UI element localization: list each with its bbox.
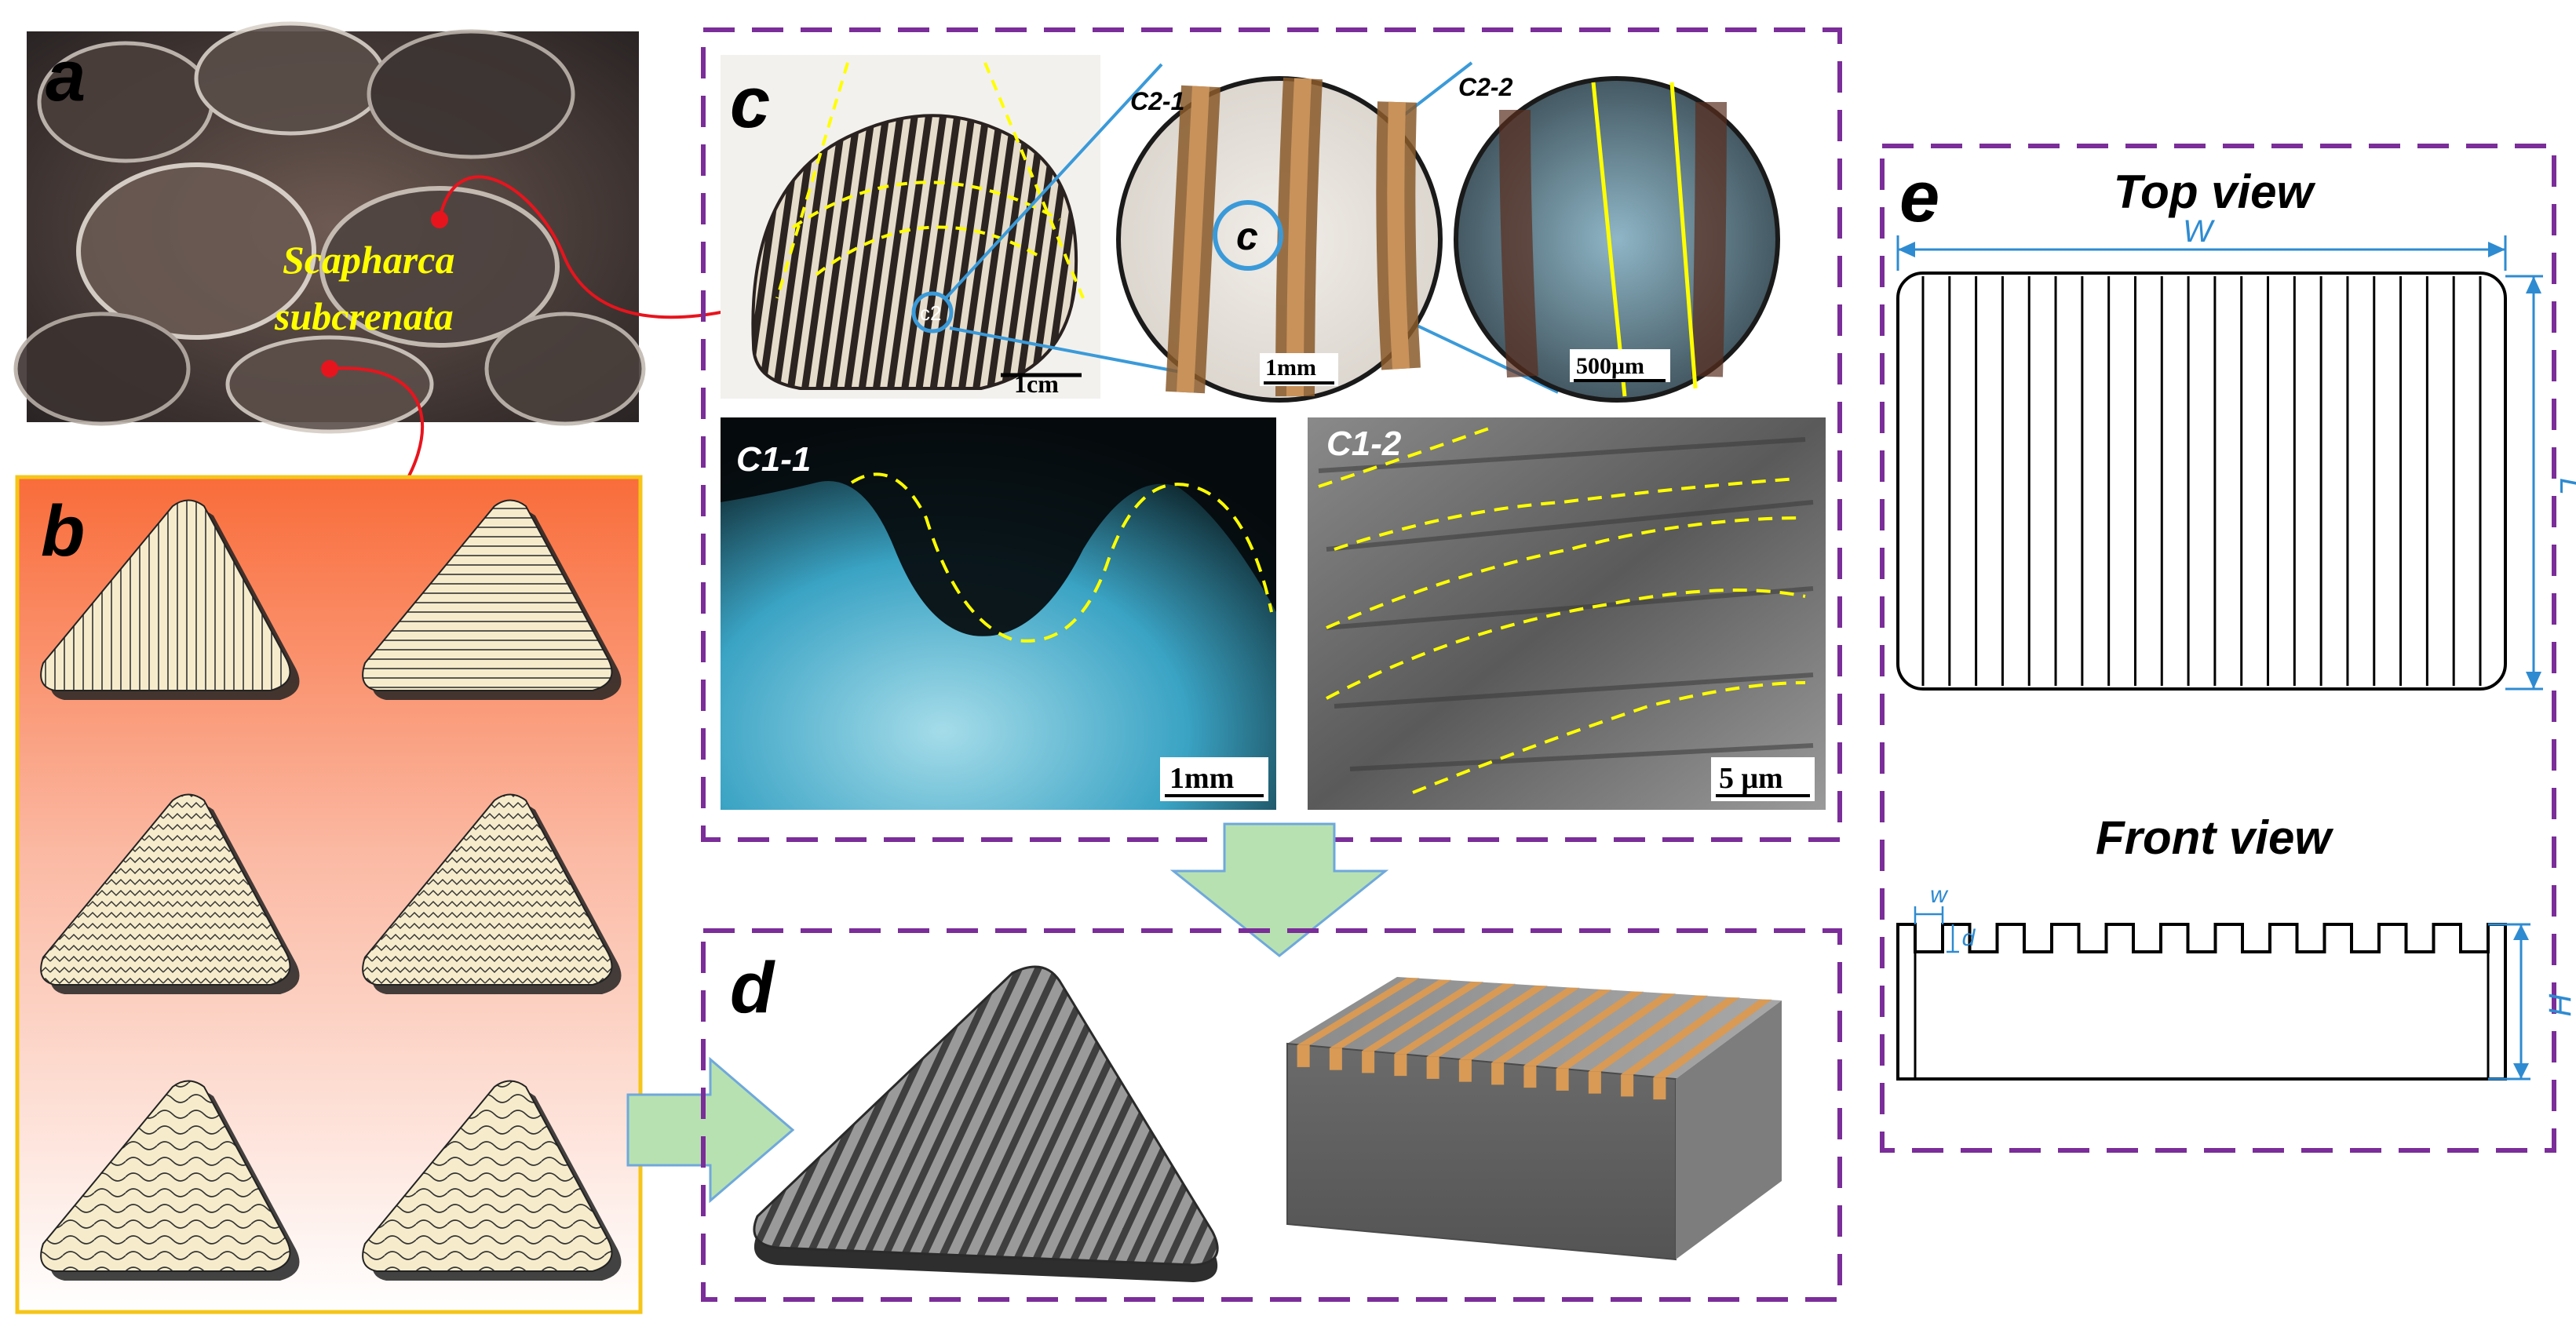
shell-yellow-guides [775, 62, 1085, 299]
block-front-face [1286, 1042, 1677, 1261]
c2-1-marker: c [1236, 214, 1258, 258]
block-groove-strip [1394, 983, 1516, 1055]
c1-1-scale-label: 1mm [1169, 762, 1234, 795]
c2-1-micrograph: c 1mm [1116, 76, 1443, 403]
block-groove-cut [1523, 1066, 1537, 1088]
block-groove-strip [1523, 991, 1644, 1066]
panel-e-letter: e [1899, 157, 1939, 237]
block-groove-strip [1588, 995, 1708, 1072]
panel-c: c2 1cm c c [701, 27, 1842, 842]
clam-shells [13, 21, 646, 434]
species-name-line2: subcrenata [274, 294, 454, 338]
panel-e-border [1880, 144, 2556, 1153]
c2-circle-on-shell [911, 291, 954, 333]
block-groove-strip [1458, 987, 1580, 1060]
dim-w-small [1914, 906, 1944, 924]
sample-wave-2 [362, 1080, 622, 1281]
c1-2-label: C1-2 [1326, 425, 1402, 463]
block-groove-cut [1653, 1077, 1666, 1100]
c2-1-label: C2-1 [1130, 87, 1184, 115]
dim-l [2505, 275, 2543, 691]
block-groove-cut [1362, 1051, 1375, 1073]
dim-h-label: H [2542, 993, 2576, 1016]
block-groove-cut [1458, 1059, 1472, 1082]
front-view-drawing [1896, 923, 2507, 1081]
c1-2-boundary-5 [1412, 681, 1806, 794]
c1-2-scale-label: 5 μm [1719, 762, 1783, 795]
block-groove-cut [1329, 1048, 1342, 1070]
c1-2-boundary-3 [1326, 516, 1806, 629]
block-groove-strip [1329, 979, 1452, 1048]
c1-2-boundary-1 [1318, 426, 1492, 488]
arrow-c-to-d [1169, 822, 1389, 957]
panel-a-letter: a [46, 36, 86, 116]
block-groove-strip [1621, 997, 1740, 1075]
connector-dot-a2 [321, 360, 338, 377]
panel-e: e Top view W L Front view [1880, 144, 2576, 1153]
shell-body [751, 114, 1078, 390]
sample-wave-1 [40, 1080, 300, 1281]
block-groove-strip [1362, 982, 1484, 1051]
dim-w-top [1896, 235, 2507, 271]
block-groove-cut [1491, 1062, 1505, 1085]
dim-w-small-label: w [1930, 882, 1949, 908]
block-groove-strip [1556, 993, 1677, 1069]
c1-2-boundary-4 [1326, 589, 1806, 700]
arrow-b-to-d [626, 1056, 795, 1204]
panel-d-border [701, 928, 1842, 1302]
block-groove-strip [1653, 999, 1772, 1078]
c1-1-label: C1-1 [736, 440, 811, 479]
block-groove-cut [1588, 1071, 1601, 1094]
block-groove-cut [1621, 1074, 1634, 1097]
ribbed-triangle-sample [753, 965, 1219, 1282]
c2-2-micrograph: 500μm [1454, 76, 1780, 403]
block-groove-strip [1297, 978, 1420, 1045]
panel-d: d [701, 928, 1842, 1302]
top-view-title: Top view [2114, 166, 2316, 218]
panel-b-letter: b [41, 491, 85, 571]
panel-a: a Scapharca subcrenata [13, 21, 646, 434]
dim-h [2488, 923, 2530, 1081]
sample-horizontal-lines [362, 499, 622, 700]
block-groove-cut [1394, 1054, 1407, 1077]
front-view-title: Front view [2096, 811, 2333, 864]
sample-zigzag-1 [40, 793, 300, 994]
dim-d [1947, 924, 1959, 953]
panel-b: b [15, 475, 643, 1314]
panel-c-letter: c [730, 63, 770, 143]
top-view-lines [1921, 276, 2482, 686]
block-groove-cut [1426, 1056, 1439, 1079]
panel-d-letter: d [730, 948, 775, 1028]
dim-w-top-label: W [2183, 214, 2215, 249]
block-groove-strip [1426, 986, 1548, 1057]
c1-1-boundary [850, 472, 1273, 643]
c1-2-micrograph: 5 μm [1308, 417, 1826, 810]
sample-zigzag-2 [362, 793, 622, 994]
front-view-outline [1896, 923, 2507, 1081]
c2-1-scale-label: 1mm [1265, 355, 1316, 381]
connector-dot-a [431, 211, 448, 228]
block-groove-cut [1297, 1044, 1310, 1067]
c1-1-micrograph: 1mm [721, 417, 1276, 810]
block-side-face [1676, 1000, 1782, 1259]
block-groove-strip [1491, 990, 1612, 1063]
sample-vertical-lines [40, 499, 300, 700]
block-grooves [1297, 978, 1772, 1078]
top-view-outline [1896, 272, 2507, 691]
c2-2-label: C2-2 [1458, 73, 1513, 101]
block-groove-cut [1556, 1068, 1569, 1091]
block-groove-cuts [1297, 1044, 1666, 1100]
grooved-block-3d [1286, 977, 1782, 1261]
c2-marker: c2 [920, 301, 941, 325]
species-name-line1: Scapharca [283, 238, 454, 282]
c2-2-scale-label: 500μm [1576, 353, 1644, 379]
dim-l-label: L [2553, 478, 2576, 495]
dim-d-label: d [1962, 925, 1976, 951]
shell-scale-label: 1cm [1014, 370, 1059, 398]
c1-2-boundary-2 [1334, 477, 1798, 551]
